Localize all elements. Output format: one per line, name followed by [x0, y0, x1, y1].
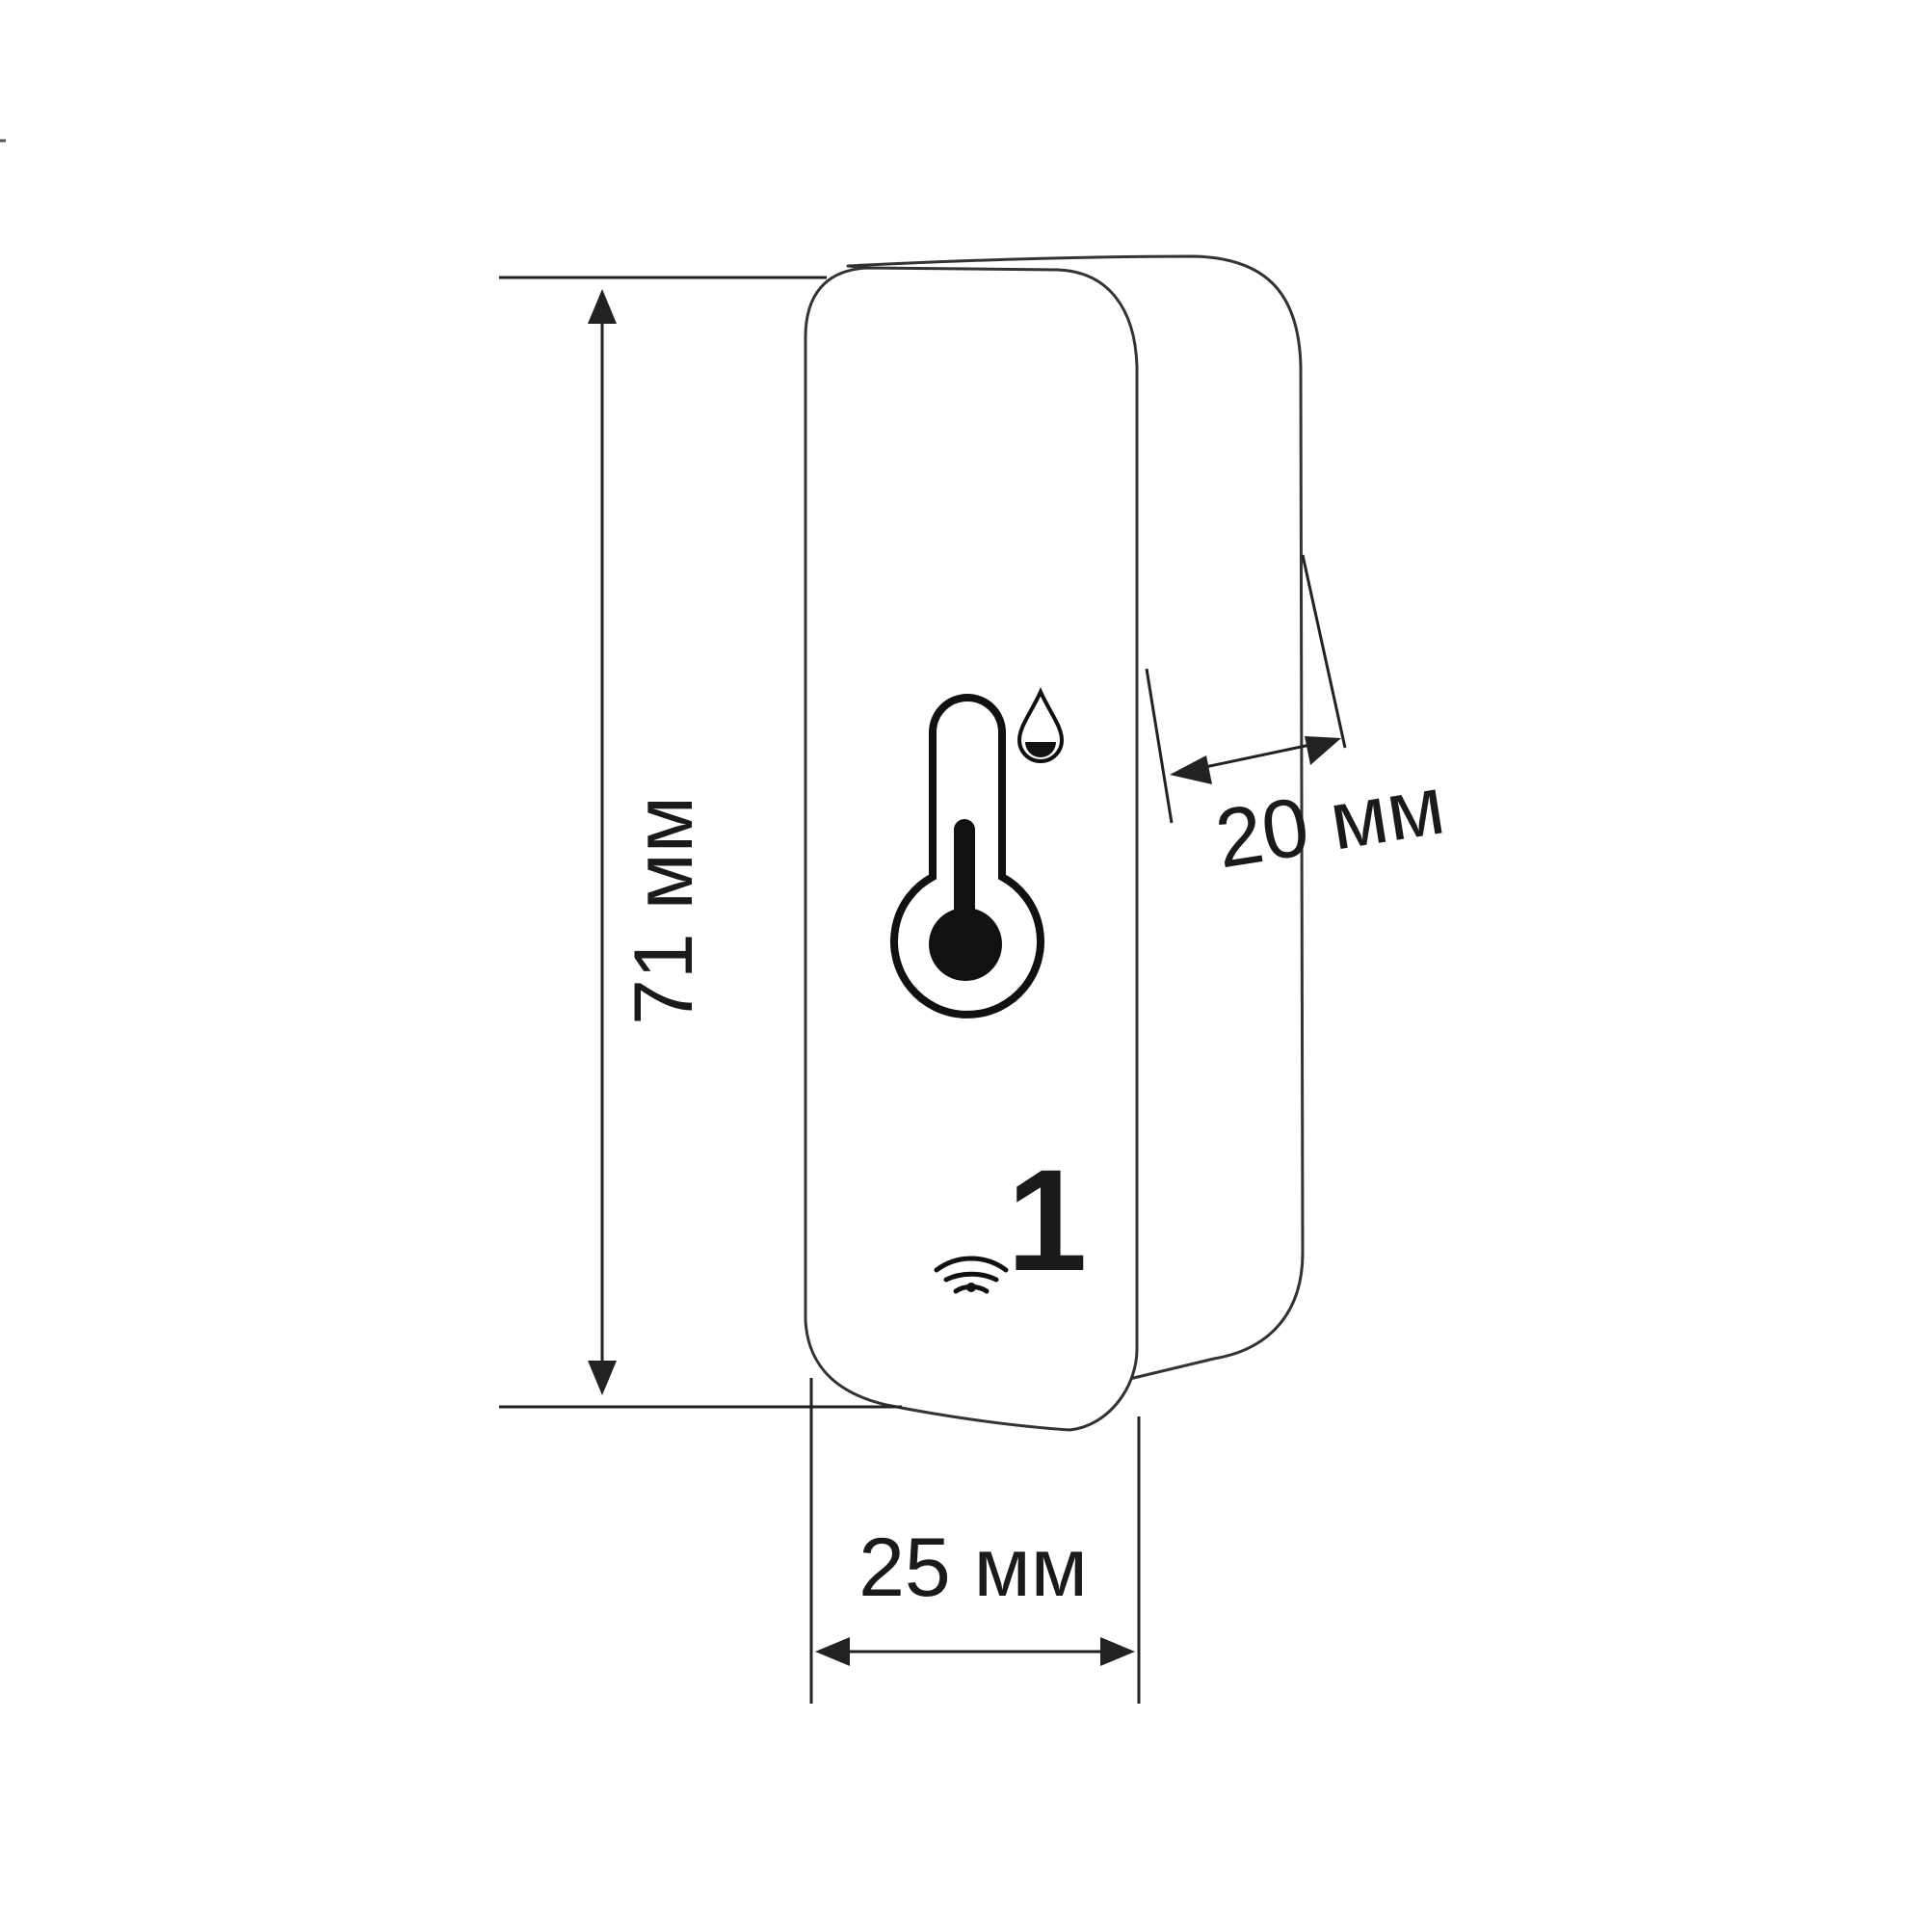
- width-label: 25 мм: [858, 1522, 1088, 1614]
- thermometer-icon: [890, 694, 1044, 1019]
- water-drop-icon: [1016, 687, 1065, 763]
- height-label: 71 мм: [618, 796, 710, 1025]
- height-dimension: 71 мм: [499, 276, 902, 1409]
- channel-number: 1: [1007, 1139, 1087, 1301]
- wireless-signal-icon: [934, 1256, 1009, 1294]
- width-dimension: 25 мм: [809, 1378, 1141, 1704]
